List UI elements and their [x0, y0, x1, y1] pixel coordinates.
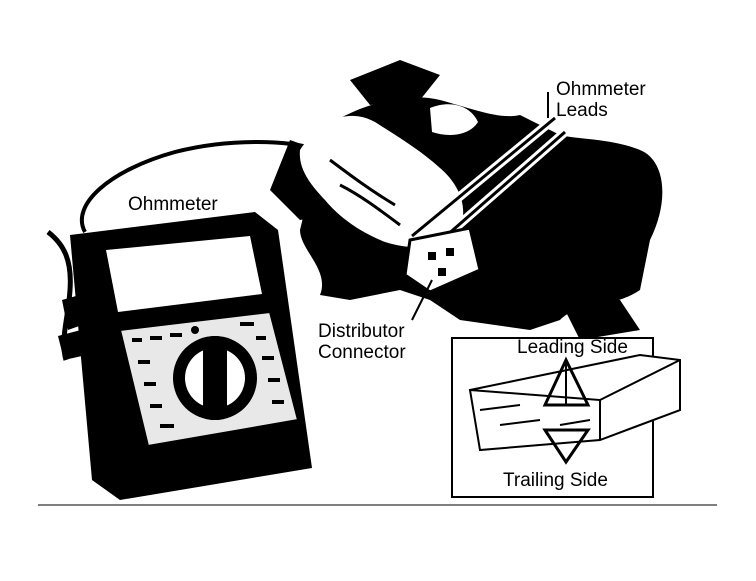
distributor-connector-label-line2: Connector [318, 342, 406, 363]
ohmmeter-cord [79, 140, 319, 233]
ohmmeter-label: Ohmmeter [128, 194, 218, 215]
trailing-side-label-text: Trailing Side [503, 470, 608, 491]
trailing-side-arrow [542, 428, 591, 465]
connector-leader-line [411, 279, 433, 321]
ohmmeter-leads-label-line1: Ohmmeter [556, 79, 646, 100]
distributor-connector-label-line1: Distributor [318, 321, 405, 342]
hand [299, 115, 464, 248]
leading-side-label: Leading Side [517, 337, 628, 358]
ohmmeter-display [106, 236, 262, 312]
ohmmeter-leads-label-line2: Leads [556, 100, 608, 121]
ohmmeter-leads-label: Ohmmeter Leads [556, 79, 646, 121]
trailing-side-label: Trailing Side [503, 470, 608, 491]
distributor-connector [403, 226, 482, 294]
leading-side-label-text: Leading Side [517, 337, 628, 358]
rotor-direction-inset [451, 337, 681, 498]
ohmmeter-device [58, 212, 312, 500]
distributor-connector-label: Distributor Connector [318, 321, 406, 363]
ohmmeter-label-text: Ohmmeter [128, 194, 218, 215]
